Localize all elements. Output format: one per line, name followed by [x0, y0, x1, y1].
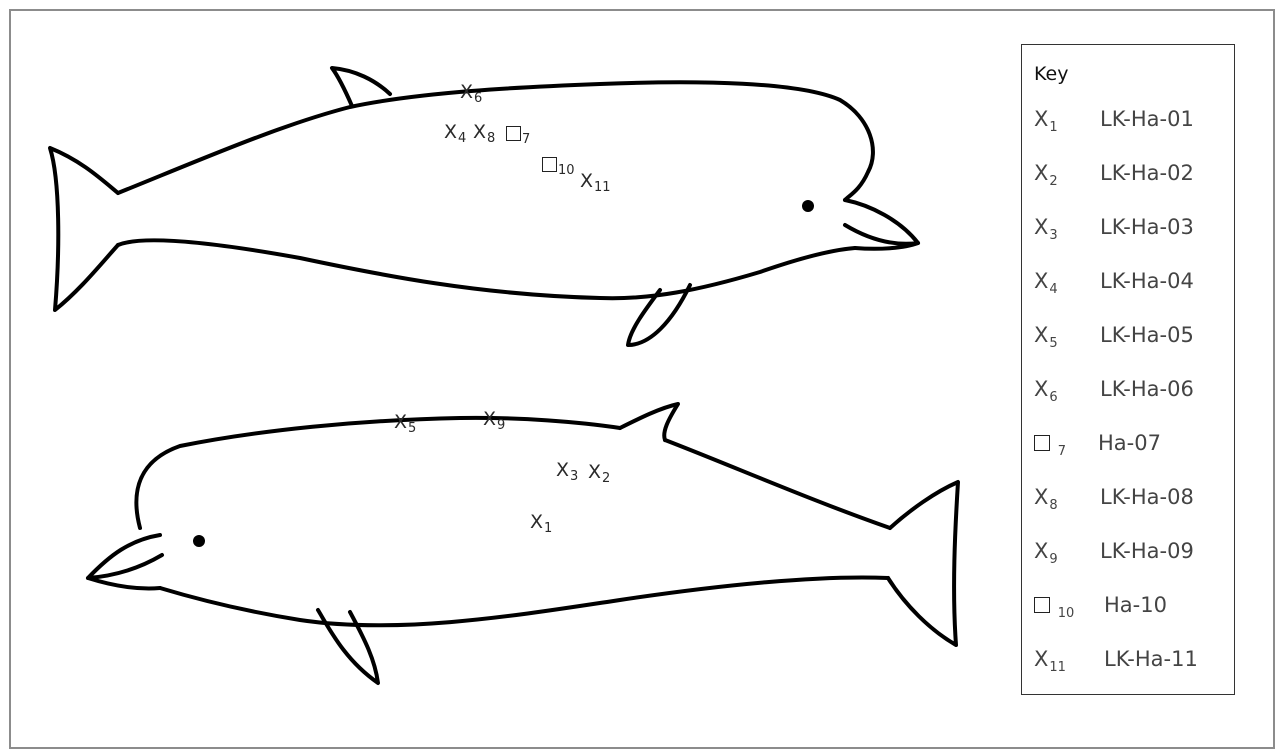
- legend-label: Ha-10: [1104, 593, 1167, 617]
- legend-label: LK-Ha-11: [1104, 647, 1198, 671]
- legend-key: Key X1 LK-Ha-01 X2 LK-Ha-02 X3 LK-Ha-03 …: [1021, 44, 1235, 695]
- legend-symbol-x: X11: [1034, 647, 1066, 675]
- whale-bottom-eye: [193, 535, 205, 547]
- legend-label: LK-Ha-02: [1100, 161, 1194, 185]
- legend-label: LK-Ha-09: [1100, 539, 1194, 563]
- legend-symbol-square: 10: [1034, 593, 1074, 621]
- legend-symbol-x: X4: [1034, 269, 1058, 297]
- legend-symbol-x: X9: [1034, 539, 1058, 567]
- marker-x2: X2: [588, 463, 610, 485]
- legend-symbol-x: X6: [1034, 377, 1058, 405]
- whale-top-eye: [802, 200, 814, 212]
- marker-square-7: 7: [506, 124, 530, 146]
- legend-title: Key: [1034, 63, 1068, 85]
- legend-label: LK-Ha-01: [1100, 107, 1194, 131]
- legend-label: LK-Ha-06: [1100, 377, 1194, 401]
- whale-top-outline: [50, 68, 918, 345]
- legend-label: LK-Ha-05: [1100, 323, 1194, 347]
- marker-x11: X11: [580, 172, 611, 194]
- marker-x8: X8: [473, 123, 495, 145]
- legend-symbol-x: X8: [1034, 485, 1058, 513]
- marker-square-10: 10: [542, 155, 575, 177]
- whale-bottom-outline: [88, 404, 958, 683]
- legend-label: LK-Ha-08: [1100, 485, 1194, 509]
- marker-x9: X9: [483, 410, 505, 432]
- marker-x6: X6: [460, 83, 482, 105]
- legend-label: LK-Ha-03: [1100, 215, 1194, 239]
- legend-label: Ha-07: [1098, 431, 1161, 455]
- marker-x4: X4: [444, 123, 466, 145]
- marker-x5: X5: [394, 413, 416, 435]
- legend-symbol-x: X3: [1034, 215, 1058, 243]
- legend-label: LK-Ha-04: [1100, 269, 1194, 293]
- marker-x3: X3: [556, 461, 578, 483]
- legend-symbol-square: 7: [1034, 431, 1066, 459]
- legend-symbol-x: X1: [1034, 107, 1058, 135]
- marker-x1: X1: [530, 513, 552, 535]
- legend-symbol-x: X5: [1034, 323, 1058, 351]
- legend-symbol-x: X2: [1034, 161, 1058, 189]
